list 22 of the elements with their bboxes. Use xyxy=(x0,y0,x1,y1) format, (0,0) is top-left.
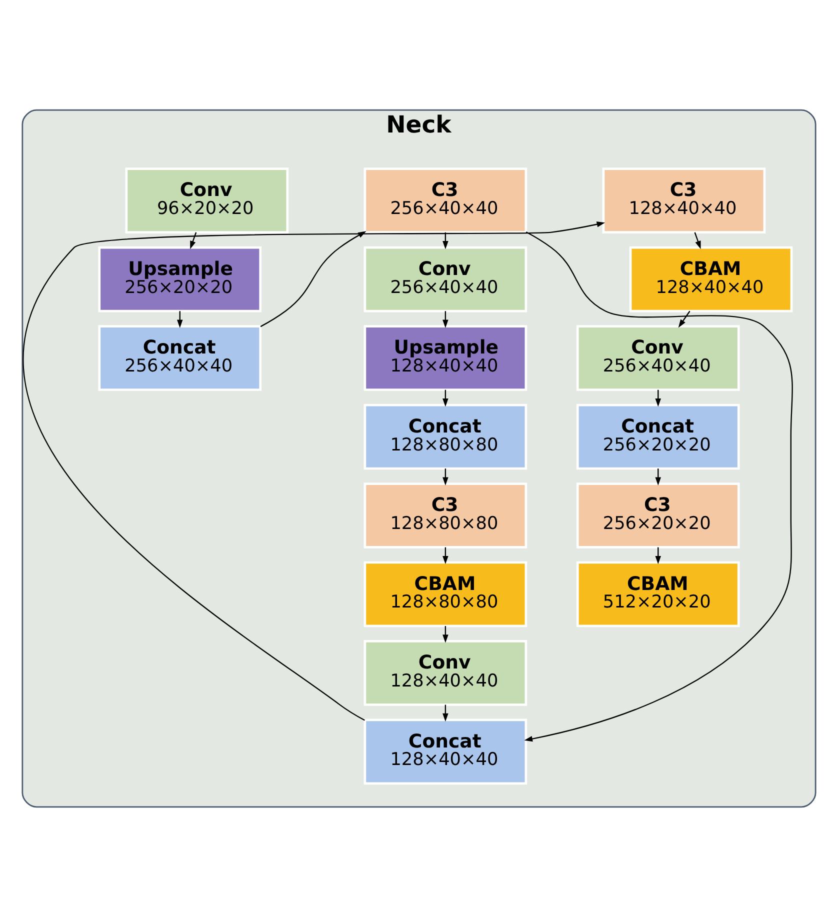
arrow xyxy=(678,310,690,328)
arrow xyxy=(190,232,197,250)
node-box: C3 128×40×40 xyxy=(602,168,766,234)
node-box: Conv 256×40×40 xyxy=(576,325,740,391)
node-box: Conv 96×20×20 xyxy=(125,168,289,234)
node-box: CBAM 128×40×40 xyxy=(629,246,793,312)
arrow xyxy=(24,221,606,721)
node-box: C3 256×40×40 xyxy=(364,168,528,234)
node-box: C3 256×20×20 xyxy=(576,482,740,548)
node-box: C3 128×80×80 xyxy=(364,482,528,548)
node-box: CBAM 512×20×20 xyxy=(576,561,740,628)
node-box: Upsample 256×20×20 xyxy=(98,246,262,312)
node-box: Concat 128×80×80 xyxy=(364,404,528,470)
node-box: CBAM 128×80×80 xyxy=(364,561,528,628)
node-box: Conv 128×40×40 xyxy=(364,640,528,706)
node-box: Upsample 128×40×40 xyxy=(364,325,528,391)
arrow xyxy=(524,232,793,742)
node-box: Concat 256×40×40 xyxy=(98,325,262,391)
node-box: Conv 256×40×40 xyxy=(364,246,528,312)
node-box: Concat 128×40×40 xyxy=(364,718,528,785)
node-box: Concat 256×20×20 xyxy=(576,404,740,470)
arrow xyxy=(694,232,701,250)
